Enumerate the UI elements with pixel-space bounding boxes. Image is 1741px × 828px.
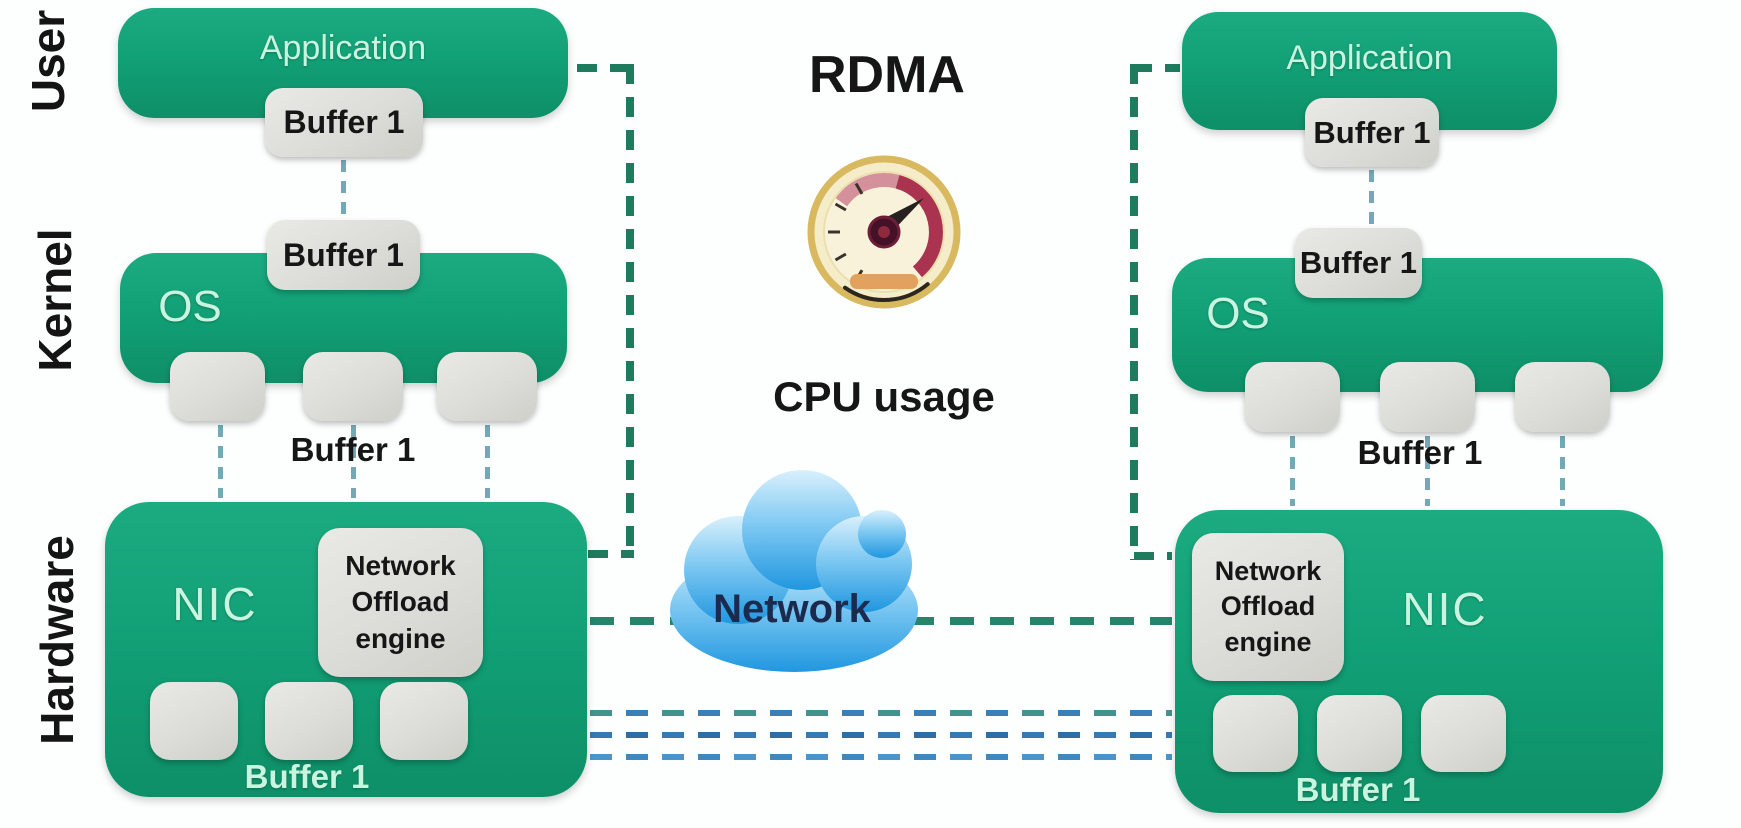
left-os-label: OS bbox=[158, 282, 222, 331]
right-offload-line2: Offload bbox=[1220, 591, 1316, 622]
left-kernel-buffer: Buffer 1 bbox=[267, 220, 420, 290]
right-kernel-buffer: Buffer 1 bbox=[1295, 228, 1422, 298]
left-os-nic-connector-dash-3 bbox=[485, 425, 490, 498]
network-cloud-icon bbox=[660, 452, 928, 680]
right-kernel-buffer-label: Buffer 1 bbox=[1299, 245, 1418, 280]
left-nic-label: NIC bbox=[172, 578, 258, 630]
rdma-title: RDMA bbox=[809, 46, 965, 104]
left-os-page-slot-1 bbox=[170, 352, 265, 421]
layer-label-hardware: Hardware bbox=[31, 535, 83, 745]
left-application-label: Application bbox=[259, 28, 427, 67]
right-offload-line3: engine bbox=[1224, 626, 1312, 657]
right-app-buffer: Buffer 1 bbox=[1305, 98, 1439, 167]
left-nic-buffer-slot-3 bbox=[380, 682, 468, 760]
right-os-nic-connector-dash-2 bbox=[1425, 436, 1430, 506]
left-os-page-slot-3 bbox=[437, 352, 537, 421]
left-network-offload-engine-box: Network Offload engine bbox=[318, 528, 483, 677]
left-nic-buffer-slot-2 bbox=[265, 682, 353, 760]
layer-label-kernel: Kernel bbox=[29, 228, 81, 372]
left-hw-buffer-label: Buffer 1 bbox=[290, 431, 416, 468]
right-os-page-slot-1 bbox=[1245, 362, 1340, 432]
left-offload-line1: Network bbox=[345, 549, 456, 581]
right-os-nic-connector-dash-1 bbox=[1290, 436, 1295, 506]
right-os-page-slot-2 bbox=[1380, 362, 1475, 432]
left-nic-buffer-slot-1 bbox=[150, 682, 238, 760]
speedometer-icon bbox=[804, 152, 964, 312]
right-nic-buffer-label: Buffer 1 bbox=[1295, 771, 1421, 808]
left-app-buffer-label: Buffer 1 bbox=[283, 104, 405, 140]
right-bypass-line-bottom bbox=[1134, 552, 1172, 560]
left-os-nic-connector-dash-1 bbox=[218, 425, 223, 498]
left-bypass-line-vertical bbox=[626, 64, 634, 558]
right-offload-line1: Network bbox=[1214, 556, 1322, 587]
right-bypass-line-top bbox=[1132, 64, 1180, 72]
left-bypass-line-top bbox=[577, 64, 641, 72]
left-app-kernel-connector-dash bbox=[341, 160, 346, 218]
left-os-page-slot-2 bbox=[303, 352, 403, 421]
rdma-data-path-row-1 bbox=[590, 710, 1172, 716]
left-nic-buffer-label: Buffer 1 bbox=[244, 758, 370, 795]
left-kernel-buffer-label: Buffer 1 bbox=[283, 236, 404, 273]
right-hw-buffer-label: Buffer 1 bbox=[1357, 434, 1483, 471]
right-nic-buffer-slot-2 bbox=[1317, 695, 1402, 772]
rdma-data-path-row-3 bbox=[590, 754, 1172, 760]
right-app-buffer-label: Buffer 1 bbox=[1313, 114, 1431, 150]
right-nic-buffer-slot-3 bbox=[1421, 695, 1506, 772]
left-offload-line2: Offload bbox=[351, 586, 450, 618]
right-os-page-slot-3 bbox=[1515, 362, 1610, 432]
right-application-label: Application bbox=[1286, 38, 1453, 77]
cpu-usage-caption: CPU usage bbox=[773, 373, 995, 420]
right-bypass-line-vertical bbox=[1130, 64, 1138, 560]
network-label: Network bbox=[713, 586, 871, 631]
left-bypass-line-bottom bbox=[588, 550, 634, 558]
right-nic-buffer-slot-1 bbox=[1213, 695, 1298, 772]
rdma-data-path-row-2 bbox=[590, 732, 1172, 738]
left-app-buffer: Buffer 1 bbox=[265, 88, 423, 157]
left-offload-line3: engine bbox=[355, 622, 446, 654]
right-os-nic-connector-dash-3 bbox=[1560, 436, 1565, 506]
right-app-kernel-connector-dash bbox=[1369, 170, 1374, 226]
layer-label-user: User bbox=[22, 9, 74, 113]
left-os-nic-connector-dash-2 bbox=[351, 425, 356, 498]
right-os-label: OS bbox=[1206, 289, 1270, 338]
right-network-offload-engine-box: Network Offload engine bbox=[1192, 533, 1344, 681]
right-nic-label: NIC bbox=[1402, 583, 1488, 635]
